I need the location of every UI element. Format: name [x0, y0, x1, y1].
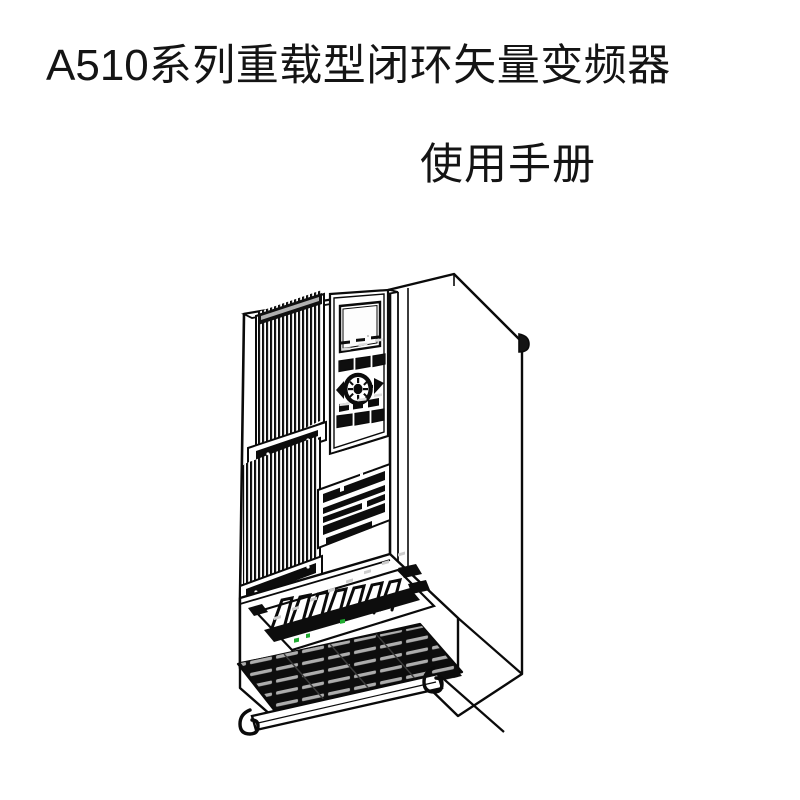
arrow-key-right[interactable] [374, 378, 384, 394]
front-blank-area [326, 438, 388, 488]
status-led-accents [294, 618, 345, 643]
terminal-screws [264, 551, 420, 642]
product-drawing-svg [236, 272, 530, 736]
side-tab [518, 333, 530, 353]
terminal-block [248, 551, 437, 652]
display-tick-marks [341, 335, 379, 345]
lcd-display [338, 300, 382, 354]
page-subtitle: 使用手册 [420, 142, 596, 189]
mounting-foot-left [238, 708, 260, 736]
product-series-text: 系列重载型闭环矢量变频器 [148, 43, 671, 90]
page-title: A510系列重载型闭环矢量变频器 [46, 40, 756, 93]
vent-grille-upper [255, 290, 325, 454]
product-model: A510 [46, 41, 149, 90]
grille-label-strip [247, 420, 327, 468]
arrow-key-left[interactable] [336, 381, 344, 399]
key-top-1[interactable] [338, 347, 354, 373]
product-illustration: A510 系列变频器 立体线稿图 [222, 268, 602, 768]
key-top-2[interactable] [355, 342, 371, 370]
arrow-key-stems [344, 385, 373, 391]
key-bottom-1[interactable] [336, 402, 353, 429]
keypad-panel[interactable] [328, 288, 390, 456]
key-bottom-2[interactable] [354, 397, 370, 426]
button-row-bottom[interactable] [336, 393, 385, 429]
rating-label [317, 462, 391, 550]
mounting-foot-right [422, 666, 444, 694]
key-bottom-3[interactable] [371, 393, 385, 424]
key-top-3[interactable] [372, 338, 386, 368]
button-row-top[interactable] [338, 338, 386, 373]
rear-edges [437, 617, 523, 733]
